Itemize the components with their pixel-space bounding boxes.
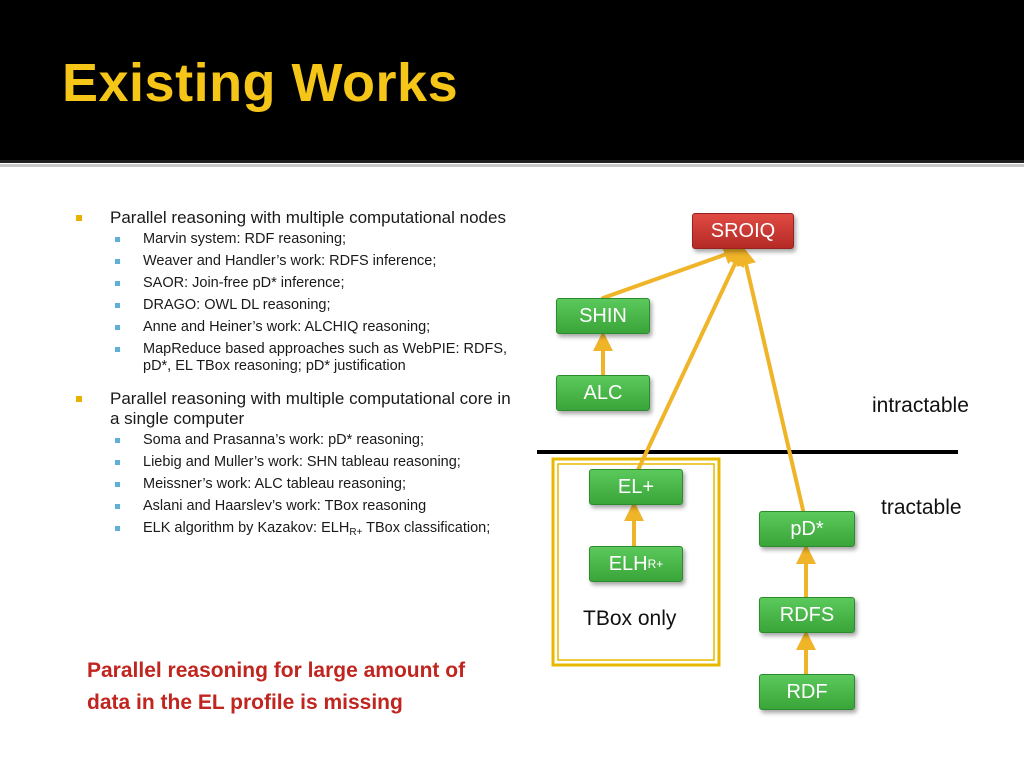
sub-bullet-icon [115,237,120,242]
bullet-square-icon [76,396,82,402]
sub-bullet-item: Anne and Heiner’s work: ALCHIQ reasoning… [72,319,512,336]
node-alc: ALC [556,375,650,411]
sub-bullet-text: Liebig and Muller’s work: SHN tableau re… [143,454,461,470]
sub-bullet-text: Aslani and Haarslev’s work: TBox reasoni… [143,498,427,514]
sub-bullet-text: Marvin system: RDF reasoning; [143,231,347,247]
bullet-item: Parallel reasoning with multiple computa… [72,389,512,429]
sub-bullet-item: Liebig and Muller’s work: SHN tableau re… [72,454,512,471]
bullet-group-multiple-nodes: Parallel reasoning with multiple computa… [72,208,512,375]
label-tractable: tractable [881,496,962,519]
arrow-shin-to-sroiq [601,245,744,300]
bullet-text: Parallel reasoning with multiple computa… [110,208,506,227]
node-pd-star-label: pD* [790,517,824,540]
node-sroiq: SROIQ [692,213,794,249]
elk-suffix: TBox classification; [362,520,491,536]
sub-bullet-item: DRAGO: OWL DL reasoning; [72,297,512,314]
title-bar: Existing Works [0,0,1024,160]
bullet-list: Parallel reasoning with multiple computa… [72,208,512,555]
sub-bullet-item: Marvin system: RDF reasoning; [72,231,512,248]
node-pd-star: pD* [759,511,855,547]
arrow-el-plus-to-sroiq [636,245,745,472]
node-elh-subscript: R+ [647,557,664,571]
sub-bullet-text: MapReduce based approaches such as WebPI… [143,341,508,374]
bullet-group-single-computer: Parallel reasoning with multiple computa… [72,389,512,541]
sub-bullet-icon [115,303,120,308]
elk-subscript: R+ [349,527,363,538]
sub-bullet-item: Meissner’s work: ALC tableau reasoning; [72,476,512,493]
sub-bullet-icon [115,482,120,487]
sub-bullet-icon [115,526,120,531]
sub-bullet-item: Weaver and Handler’s work: RDFS inferenc… [72,253,512,270]
node-alc-label: ALC [583,381,623,404]
divider-light [0,164,1024,167]
sub-bullet-icon [115,259,120,264]
node-sroiq-label: SROIQ [710,219,776,242]
conclusion-text: Parallel reasoning for large amount of d… [87,659,466,714]
node-el-plus: EL+ [589,469,683,505]
bullet-item: Parallel reasoning with multiple computa… [72,208,512,228]
node-rdfs: RDFS [759,597,855,633]
divider-dark [0,160,1024,163]
sub-bullet-text: Weaver and Handler’s work: RDFS inferenc… [143,253,437,269]
sub-bullet-item: Soma and Prasanna’s work: pD* reasoning; [72,432,512,449]
node-rdf-label: RDF [786,680,828,703]
node-el-plus-label: EL+ [617,475,655,498]
node-rdf: RDF [759,674,855,710]
sub-bullet-icon [115,438,120,443]
node-shin: SHIN [556,298,650,334]
sub-bullet-item-elk: ELK algorithm by Kazakov: ELHR+ TBox cla… [72,520,512,541]
arrow-pd-star-to-sroiq [736,245,805,512]
slide-title: Existing Works [62,53,459,113]
label-intractable: intractable [872,394,969,417]
sub-bullet-text: Anne and Heiner’s work: ALCHIQ reasoning… [143,319,431,335]
sub-bullet-text: Soma and Prasanna’s work: pD* reasoning; [143,432,425,448]
sub-bullet-item: SAOR: Join-free pD* inference; [72,275,512,292]
sub-bullet-text: Meissner’s work: ALC tableau reasoning; [143,476,407,492]
node-elh-label: ELH [608,552,648,575]
sub-bullet-text: DRAGO: OWL DL reasoning; [143,297,331,313]
bullet-text: Parallel reasoning with multiple computa… [110,389,511,428]
elk-prefix: ELK algorithm by Kazakov: ELH [143,520,350,536]
sub-bullet-icon [115,325,120,330]
sub-bullet-item: MapReduce based approaches such as WebPI… [72,341,512,375]
node-shin-label: SHIN [579,304,627,327]
sub-bullet-icon [115,281,120,286]
label-tbox-only: TBox only [583,607,677,630]
node-rdfs-label: RDFS [779,603,835,626]
sub-bullet-icon [115,504,120,509]
sub-bullet-list: Soma and Prasanna’s work: pD* reasoning;… [72,432,512,541]
sub-bullet-icon [115,460,120,465]
sub-bullet-icon [115,347,120,352]
sub-bullet-list: Marvin system: RDF reasoning; Weaver and… [72,231,512,375]
sub-bullet-item: Aslani and Haarslev’s work: TBox reasoni… [72,498,512,515]
sub-bullet-text: SAOR: Join-free pD* inference; [143,275,345,291]
bullet-square-icon [76,215,82,221]
